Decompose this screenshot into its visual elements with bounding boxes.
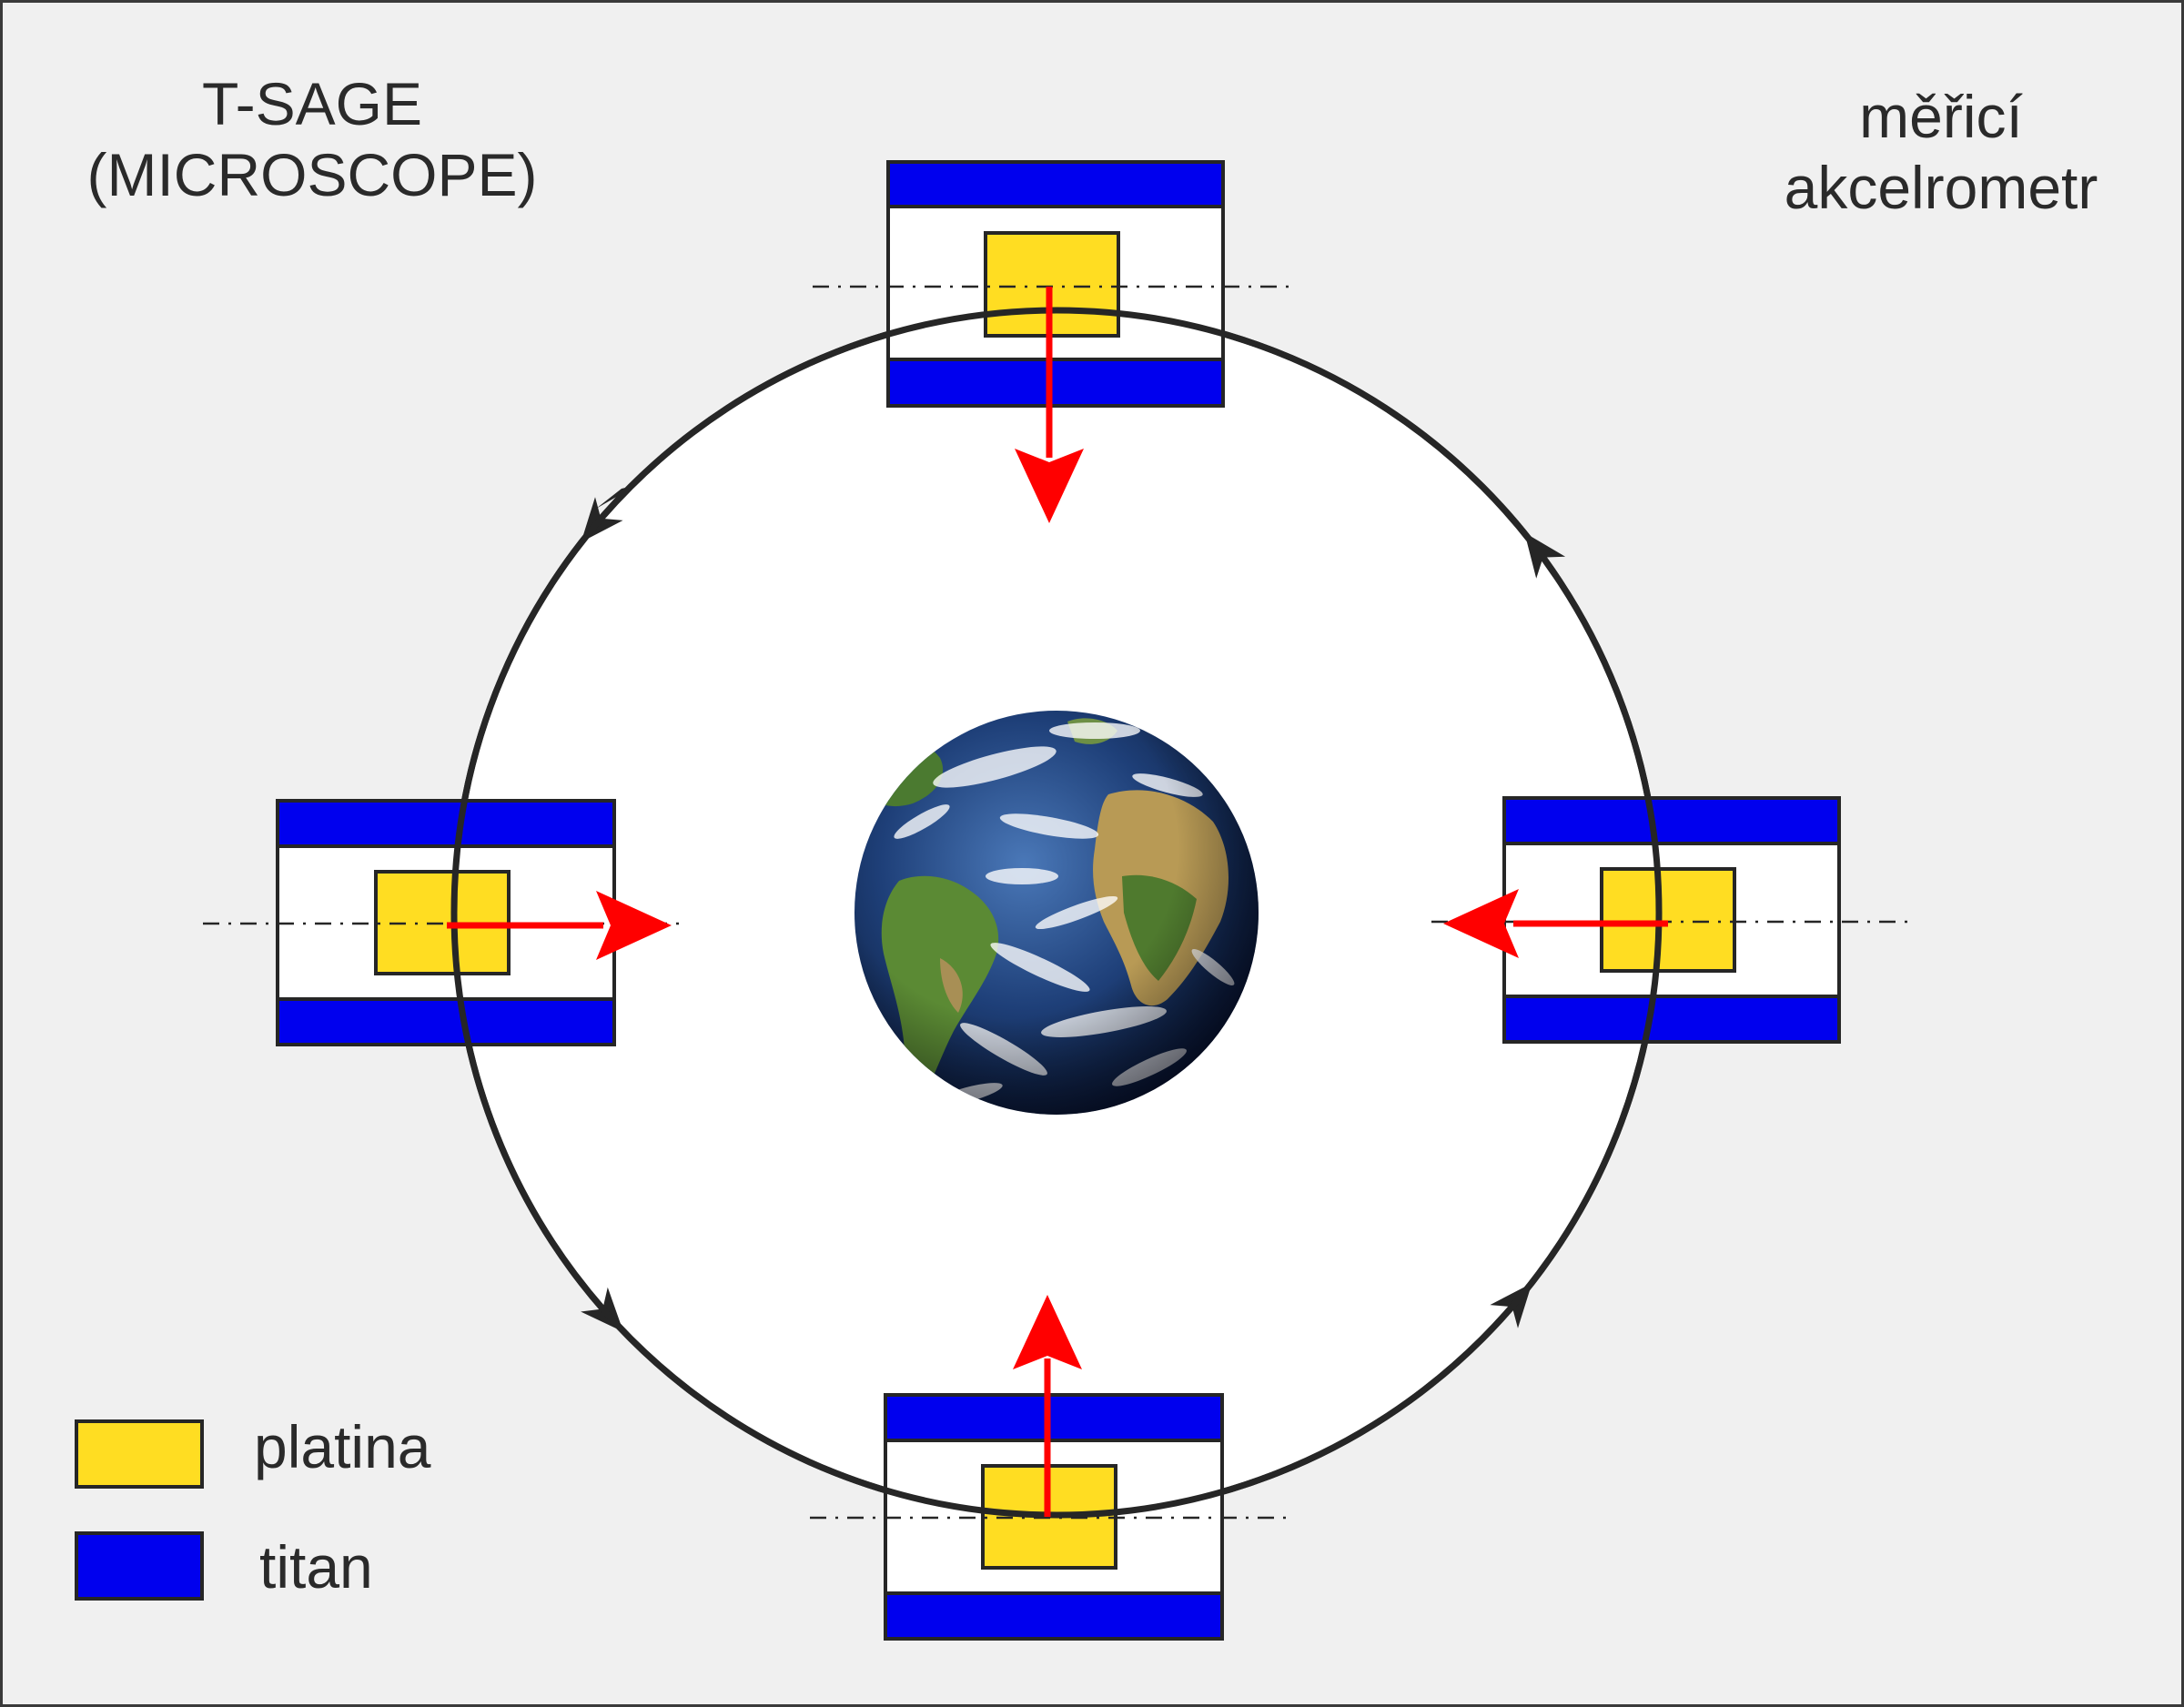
force-arrow-top-head — [1015, 449, 1084, 523]
force-arrow-left-head — [596, 891, 672, 960]
titan-plate — [279, 803, 612, 846]
legend-swatch-titan — [75, 1531, 204, 1601]
force-arrow-bottom-head — [1013, 1295, 1082, 1369]
force-arrows — [447, 287, 1668, 1517]
orbit-diagram — [75, 160, 1909, 1641]
titan-plate — [890, 164, 1221, 207]
titan-plate — [1506, 800, 1837, 843]
earth-globe-icon — [854, 711, 1259, 1115]
legend-label-platina: platina — [254, 1413, 431, 1480]
titan-plate — [890, 359, 1221, 404]
titan-plate — [1506, 996, 1837, 1040]
force-arrow-right-head — [1443, 889, 1519, 958]
title-left-line2: (MICROSCOPE) — [86, 141, 538, 208]
title-right: měřicí akcelrometr — [1686, 81, 2184, 223]
title-right-line2: akcelrometr — [1784, 154, 2098, 221]
orbit-circle-overlay — [450, 307, 1663, 1519]
titan-plate — [887, 1397, 1220, 1440]
titan-plate — [887, 1593, 1220, 1637]
accelerometer-top — [886, 160, 1225, 408]
title-left-line1: T-SAGE — [201, 70, 423, 137]
legend-label-titan: titan — [259, 1533, 373, 1601]
platina-mass — [1600, 867, 1736, 973]
accelerometer-right — [1502, 796, 1841, 1044]
legend-swatch-platina — [75, 1419, 204, 1489]
titan-plate — [279, 999, 612, 1043]
title-right-line1: měřicí — [1859, 83, 2023, 150]
title-left: T-SAGE (MICROSCOPE) — [39, 68, 585, 210]
